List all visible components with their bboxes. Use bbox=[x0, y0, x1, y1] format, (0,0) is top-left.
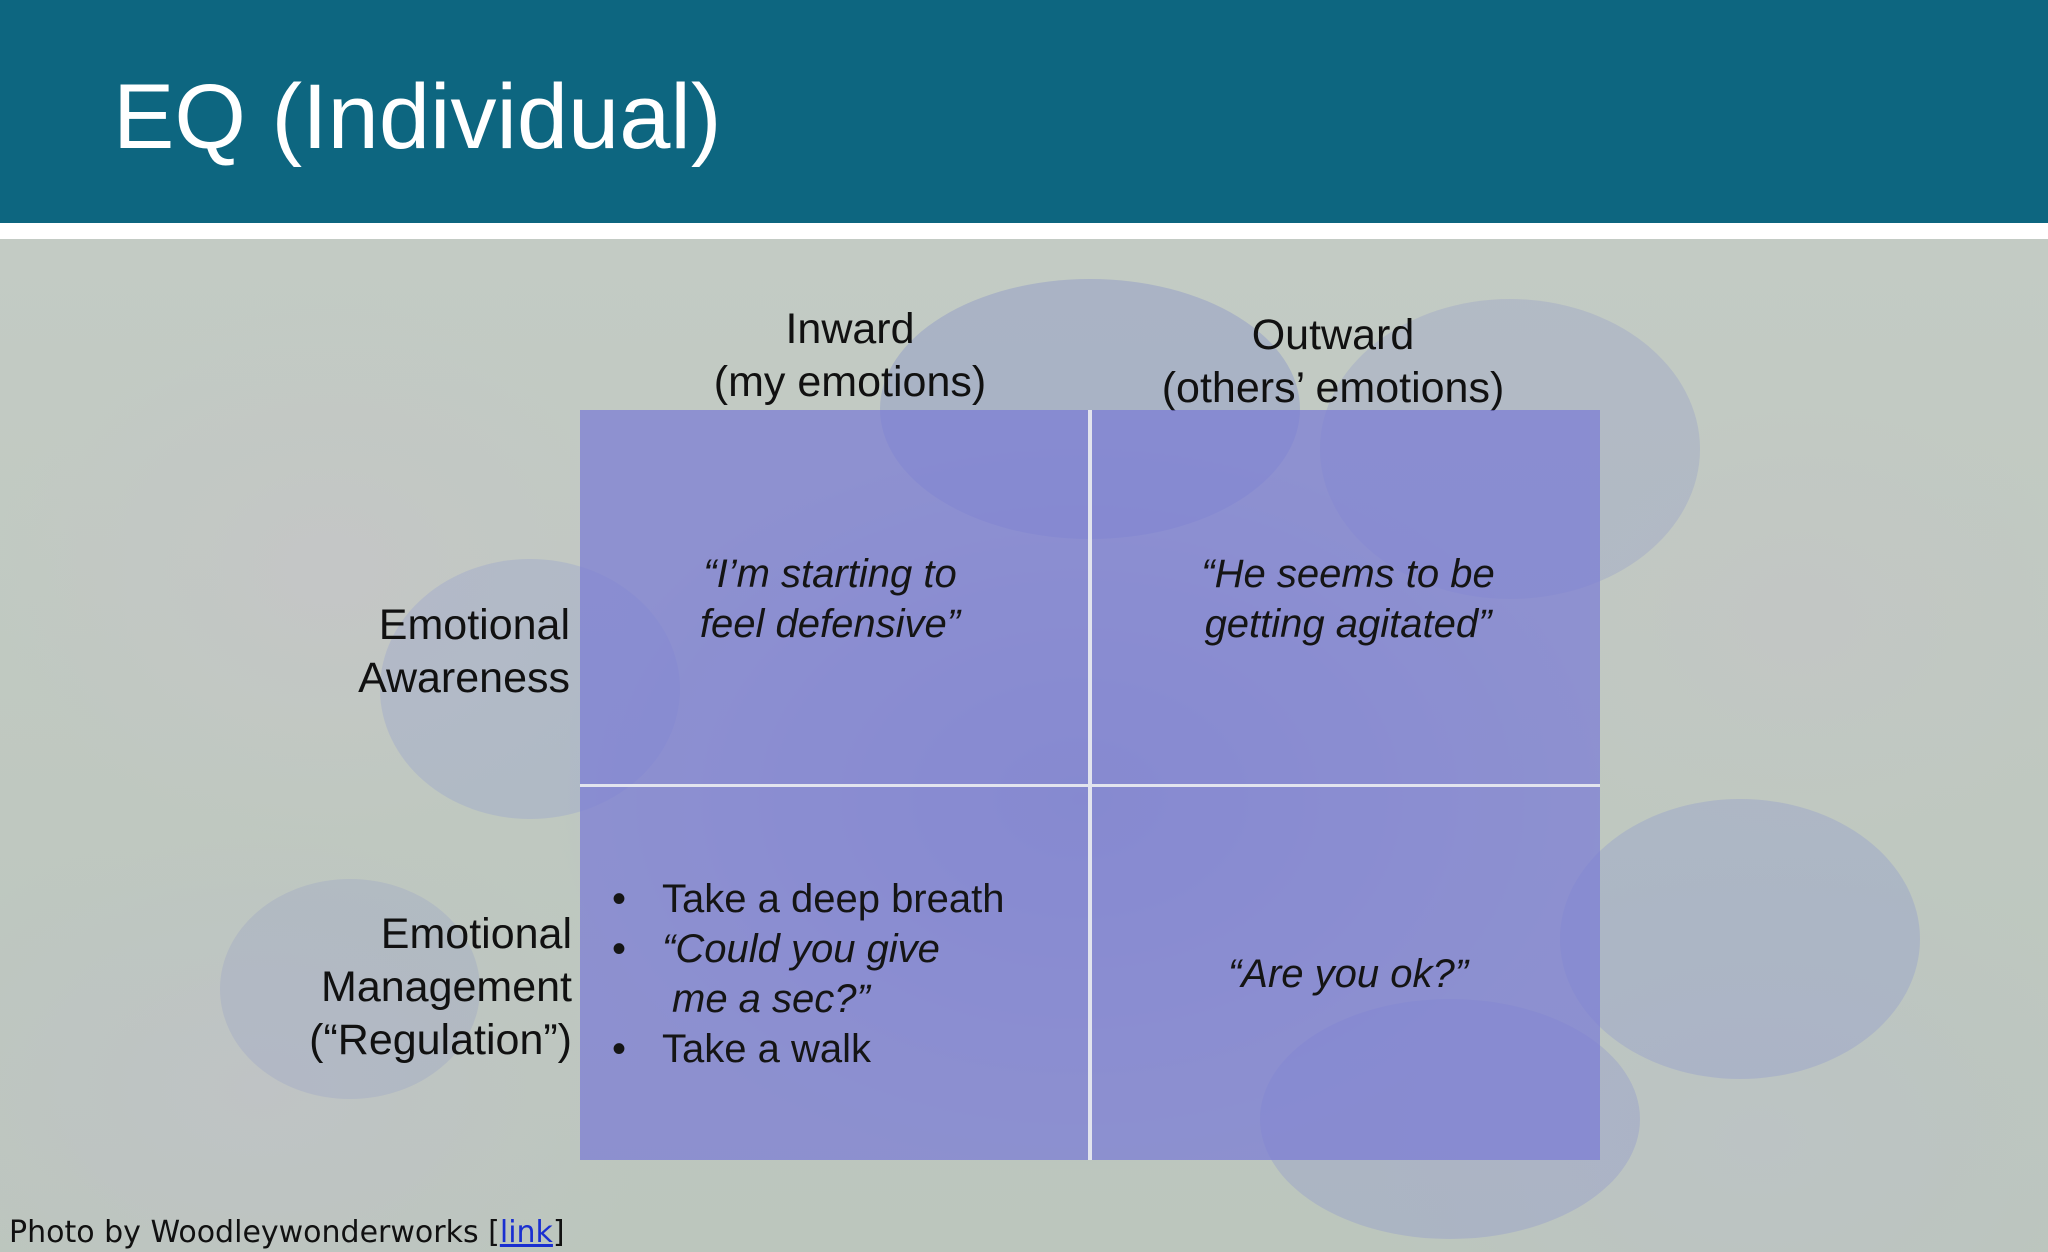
row-header-management: Emotional Management (“Regulation”) bbox=[222, 908, 572, 1067]
row-header-management-line1: Emotional bbox=[380, 910, 572, 958]
quote-awareness-inward-line1: “I’m starting to bbox=[703, 552, 957, 596]
column-header-outward-line1: Outward bbox=[1251, 311, 1415, 359]
row-header-awareness: Emotional Awareness bbox=[270, 599, 570, 705]
slide-title: EQ (Individual) bbox=[113, 66, 722, 168]
cell-management-outward bbox=[1092, 786, 1600, 1160]
bullet-icon: • bbox=[612, 1027, 627, 1071]
quote-awareness-outward: “He seems to be getting agitated” bbox=[1148, 549, 1548, 649]
photo-credit-link[interactable]: link bbox=[499, 1215, 553, 1250]
title-bar: EQ (Individual) bbox=[0, 0, 2048, 223]
column-header-inward: Inward (my emotions) bbox=[650, 303, 1050, 409]
cell-management-inward bbox=[580, 786, 1088, 1160]
cell-awareness-outward bbox=[1092, 410, 1600, 784]
photo-blob bbox=[1560, 799, 1920, 1079]
column-header-inward-line2: (my emotions) bbox=[713, 358, 987, 406]
grid-divider-horizontal bbox=[580, 784, 1600, 787]
bullet-icon: • bbox=[612, 877, 627, 921]
list-item-continuation: me a sec?” bbox=[612, 974, 1004, 1024]
quote-awareness-inward-line2: feel defensive” bbox=[699, 602, 961, 646]
bullet-icon: • bbox=[612, 927, 627, 971]
list-item-text: Take a deep breath bbox=[662, 877, 1005, 921]
list-item: • Take a walk bbox=[612, 1024, 1004, 1074]
row-header-management-line3: (“Regulation”) bbox=[309, 1016, 572, 1064]
row-header-management-line2: Management bbox=[321, 963, 572, 1011]
management-inward-list: • Take a deep breath • “Could you give me … bbox=[612, 874, 1004, 1074]
quote-management-outward: “Are you ok?” bbox=[1227, 952, 1469, 996]
row-header-awareness-line2: Awareness bbox=[358, 654, 570, 702]
list-item-text: “Could you give bbox=[662, 927, 940, 971]
quote-awareness-inward: “I’m starting to feel defensive” bbox=[630, 549, 1030, 649]
photo-blob bbox=[220, 879, 480, 1099]
row-header-awareness-line1: Emotional bbox=[378, 601, 570, 649]
list-item-text: Take a walk bbox=[662, 1027, 871, 1071]
photo-credit-suffix: ] bbox=[552, 1215, 565, 1250]
photo-credit-prefix: Photo by Woodleywonderworks [ bbox=[9, 1215, 500, 1250]
column-header-inward-line1: Inward bbox=[785, 305, 915, 353]
title-divider bbox=[0, 223, 2048, 239]
list-item: • “Could you give bbox=[612, 924, 1004, 974]
quote-awareness-outward-line2: getting agitated” bbox=[1204, 602, 1492, 646]
photo-credit: Photo by Woodleywonderworks [link] bbox=[9, 1214, 565, 1252]
quote-awareness-outward-line1: “He seems to be bbox=[1201, 552, 1495, 596]
cell-awareness-inward bbox=[580, 410, 1088, 784]
column-header-outward: Outward (others’ emotions) bbox=[1133, 309, 1533, 415]
list-item: • Take a deep breath bbox=[612, 874, 1004, 924]
list-item-text: me a sec?” bbox=[672, 977, 870, 1021]
column-header-outward-line2: (others’ emotions) bbox=[1161, 364, 1505, 412]
